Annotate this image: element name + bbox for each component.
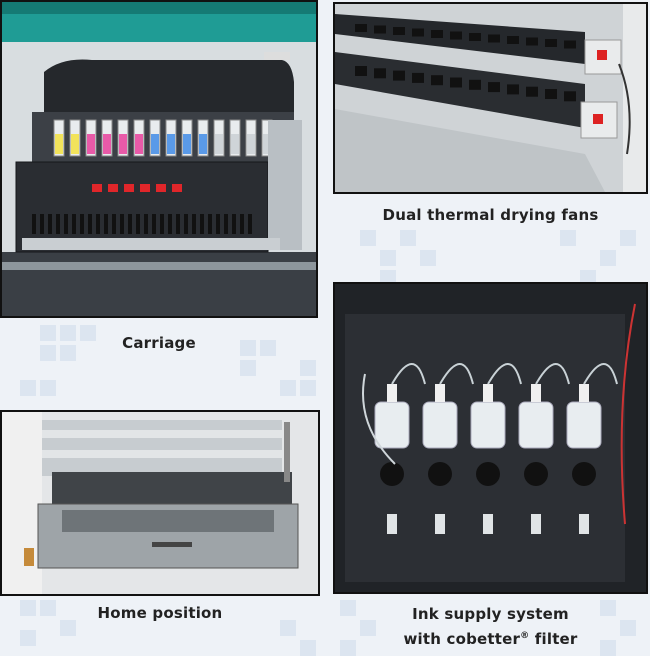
carriage-button	[172, 184, 182, 192]
caption-ink-supply-line2: with cobetter® filter	[333, 625, 648, 650]
caption-ink-supply-line2-text: with cobetter	[403, 630, 521, 648]
caption-ink-supply-line1: Ink supply system	[412, 605, 569, 623]
carriage-button	[156, 184, 166, 192]
ink-filter	[566, 401, 602, 449]
ink-filter	[470, 401, 506, 449]
carriage-button	[92, 184, 102, 192]
caption-ink-supply-line2-end: filter	[529, 630, 578, 648]
ink-filter	[374, 401, 410, 449]
carriage-button	[108, 184, 118, 192]
carriage-photo	[0, 0, 318, 318]
home-position-photo	[0, 410, 320, 596]
carriage-button	[140, 184, 150, 192]
ink-filter	[422, 401, 458, 449]
ink-supply-photo	[333, 282, 648, 594]
caption-ink-supply: Ink supply system with cobetter® filter	[333, 603, 648, 650]
registered-mark: ®	[520, 631, 530, 641]
caption-home-position: Home position	[97, 604, 223, 622]
caption-drying-fans: Dual thermal drying fans	[382, 206, 599, 224]
ink-filter	[518, 401, 554, 449]
carriage-button	[124, 184, 134, 192]
caption-carriage: Carriage	[122, 334, 196, 352]
drying-fans-photo	[333, 2, 648, 194]
